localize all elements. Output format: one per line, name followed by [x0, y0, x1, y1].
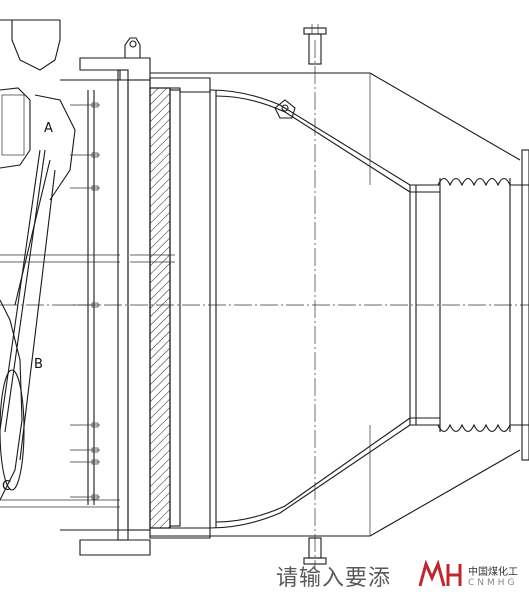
- label-b: B: [34, 357, 43, 372]
- caption-text: 请输入要添: [276, 566, 392, 591]
- left-internal-assembly: [0, 19, 120, 508]
- caption-watermark: 请输入要添 中国煤化工 CNMHG: [270, 556, 529, 598]
- left-tube-sheet: [70, 90, 100, 505]
- cnmhg-logo-mark: [418, 560, 462, 587]
- refractory-lining: [130, 77, 211, 539]
- bolt-studs: [91, 102, 99, 500]
- left-flange: [60, 37, 151, 556]
- label-a: A: [44, 121, 53, 136]
- expansion-bellows: [437, 149, 529, 461]
- conical-shell: [150, 40, 521, 570]
- bottom-nozzle: [303, 537, 327, 565]
- top-nozzle: [303, 24, 327, 65]
- label-c: C: [2, 479, 11, 494]
- outlet-duct: [409, 184, 440, 426]
- logo-english-text: CNMHG: [468, 578, 518, 588]
- logo-chinese-text: 中国煤化工: [468, 567, 518, 578]
